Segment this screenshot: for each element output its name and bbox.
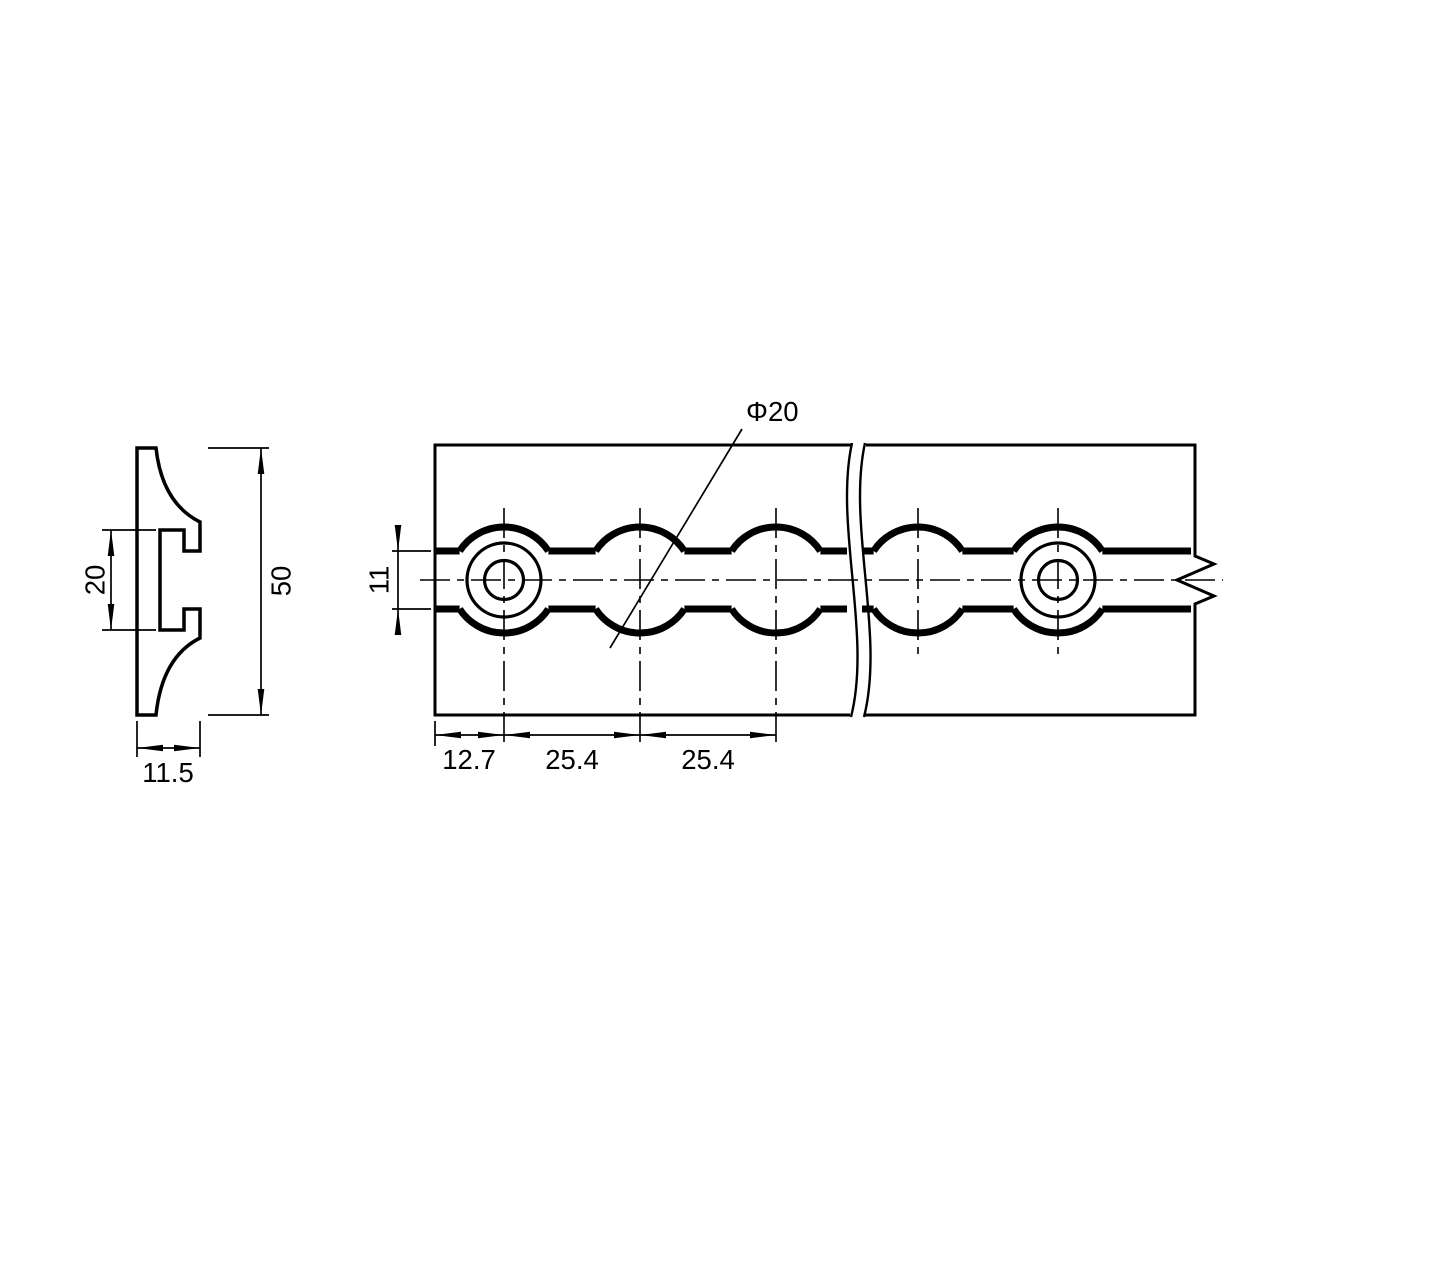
dim-thickness: 11.5 bbox=[136, 721, 201, 788]
hole-diameter-callout: Φ20 bbox=[609, 396, 799, 649]
channel-width-label: 20 bbox=[80, 565, 111, 596]
dim-channel-width: 20 bbox=[80, 529, 156, 631]
slot-width-label: 11 bbox=[364, 566, 395, 595]
hole-diameter-label: Φ20 bbox=[746, 396, 799, 427]
plan-view: 11 12.7 25.4 25.4 Φ20 bbox=[364, 396, 1223, 775]
thickness-label: 11.5 bbox=[142, 757, 193, 788]
section-outline bbox=[135, 446, 202, 717]
overall-width-label: 50 bbox=[266, 566, 297, 597]
pitch-label-1: 25.4 bbox=[545, 744, 599, 775]
section-view: 20 50 11.5 bbox=[80, 446, 297, 788]
dim-hole-spacing: 12.7 25.4 25.4 bbox=[434, 721, 776, 775]
dim-overall-width: 50 bbox=[208, 447, 297, 716]
pitch-label-2: 25.4 bbox=[681, 744, 735, 775]
overall-extension-lines bbox=[208, 447, 269, 716]
thickness-extension-lines bbox=[136, 721, 201, 757]
edge-to-first-hole-label: 12.7 bbox=[442, 744, 496, 775]
callout-leader-line bbox=[609, 428, 743, 649]
dim-slot-width: 11 bbox=[364, 525, 431, 635]
